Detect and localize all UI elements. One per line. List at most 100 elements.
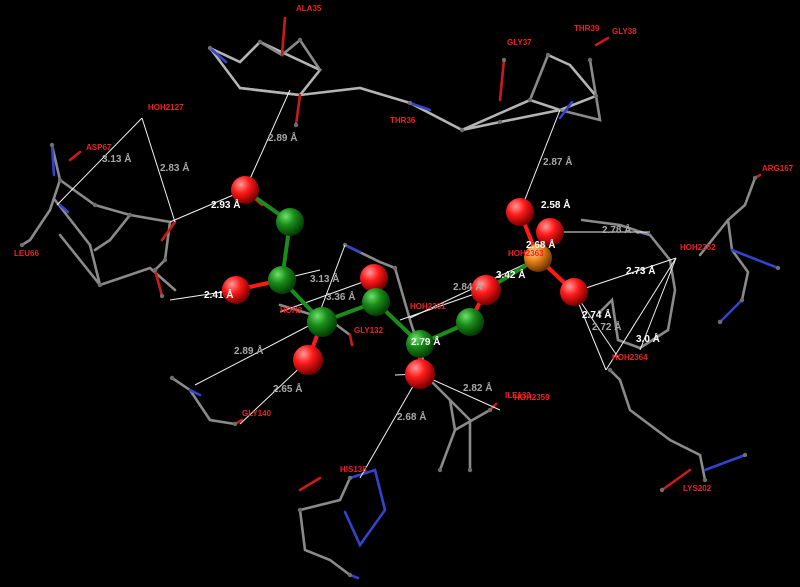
stick-bond [160,220,177,242]
atom-node [257,39,263,45]
stick-bond [343,468,387,548]
atom-node [152,267,158,273]
atom-node [169,375,175,381]
atom-node [92,202,98,208]
stick-bond [188,388,202,397]
residue-label: ASP67 [86,143,112,152]
stick-bond [498,58,506,102]
stick-bond [53,198,102,287]
stick-bond [558,58,602,122]
carbon-atom [406,330,434,358]
atom-node [392,265,398,271]
oxygen-atom [222,276,250,304]
atom-node [587,57,593,63]
atom-node [347,572,353,578]
stick-bond [58,178,172,272]
distance-label: 2.93 Å [211,198,240,211]
residue-label: ARG167 [762,164,794,173]
ligand-atom-layer [222,176,588,389]
distance-label: 3.36 Å [326,290,355,303]
atom-node [775,265,781,271]
stick-bond [408,101,432,112]
distance-label: 2.89 Å [234,344,263,357]
atom-node [739,297,745,303]
distance-label: 2.73 Å [626,264,655,277]
residue-label: GLY37 [507,38,532,47]
stick-bond [428,378,457,472]
distance-label: 2.89 Å [268,131,297,144]
residue-label: LEU66 [14,249,39,258]
hydrogen-bond-line [639,257,677,351]
stick-bond [698,218,730,257]
stick-bond [598,297,670,350]
residue-label: LYS202 [683,484,712,493]
carbon-atom [276,208,304,236]
hydrogen-bond-line [399,289,487,321]
atom-node [717,319,723,325]
oxygen-atom [360,264,388,292]
stick-bond [58,233,177,292]
atom-node [407,100,413,106]
residue-label: GLY140 [242,409,272,418]
atom-node [232,421,238,427]
atom-node [501,57,507,63]
atom-node [297,507,303,513]
residue-label: THR36 [390,116,416,125]
distance-label: 2.68 Å [526,238,555,251]
distance-label: 2.84 Å [453,280,482,293]
residue-label: HOH2359 [514,393,550,402]
stick-bond [348,333,354,347]
atom-node [497,119,503,125]
stick-bond [558,100,574,120]
atom-node [57,177,63,183]
distance-label: 2.83 Å [160,161,189,174]
atom-node [97,282,103,288]
hydrogen-bond-line [244,89,291,191]
stick-bond [528,53,550,102]
residue-label: GLY38 [612,27,637,36]
atom-node [159,293,165,299]
hydrogen-bond-line [573,291,607,371]
oxygen-atom [293,345,323,375]
atom-node [545,52,551,58]
atom-node [207,45,213,51]
oxygen-atom [506,198,534,226]
oxygen-atom [536,218,564,246]
bond-layer [19,16,781,580]
distance-label: 2.79 Å [411,335,440,348]
stick-bond [608,368,707,482]
hydrogen-bond-line [519,109,561,213]
stick-bond [208,40,323,97]
stick-bond [20,143,62,247]
hydrogen-bond-line [605,257,677,371]
stick-bond [280,16,287,57]
distance-label: 2.65 Å [273,382,302,395]
stick-bond [50,143,56,177]
oxygen-atom [231,176,259,204]
carbon-atom [362,288,390,316]
atom-node [347,475,353,481]
stick-bond [703,453,747,472]
atom-node [437,467,443,473]
residue-label: ILE133 [505,391,531,400]
stick-bond [460,108,562,132]
distance-label: 2.87 Å [543,155,572,168]
phosphorus-atom [524,244,552,272]
hydrogen-bond-line [56,117,143,206]
stick-bond [648,233,677,332]
stick-bond [660,468,692,492]
atom-node [527,97,533,103]
stick-bond [448,398,472,472]
atom-node [487,407,493,413]
residue-label: HOH2363 [508,249,544,258]
distance-label: 2.82 Å [463,381,492,394]
stick-bond [238,53,599,132]
hydrogen-bond-line [573,257,677,293]
atom-node [597,309,603,315]
stick-bond [153,268,164,298]
distance-label: 3.0 Å [636,332,660,345]
stick-bond [93,213,132,252]
residue-label: ALA35 [296,4,322,13]
